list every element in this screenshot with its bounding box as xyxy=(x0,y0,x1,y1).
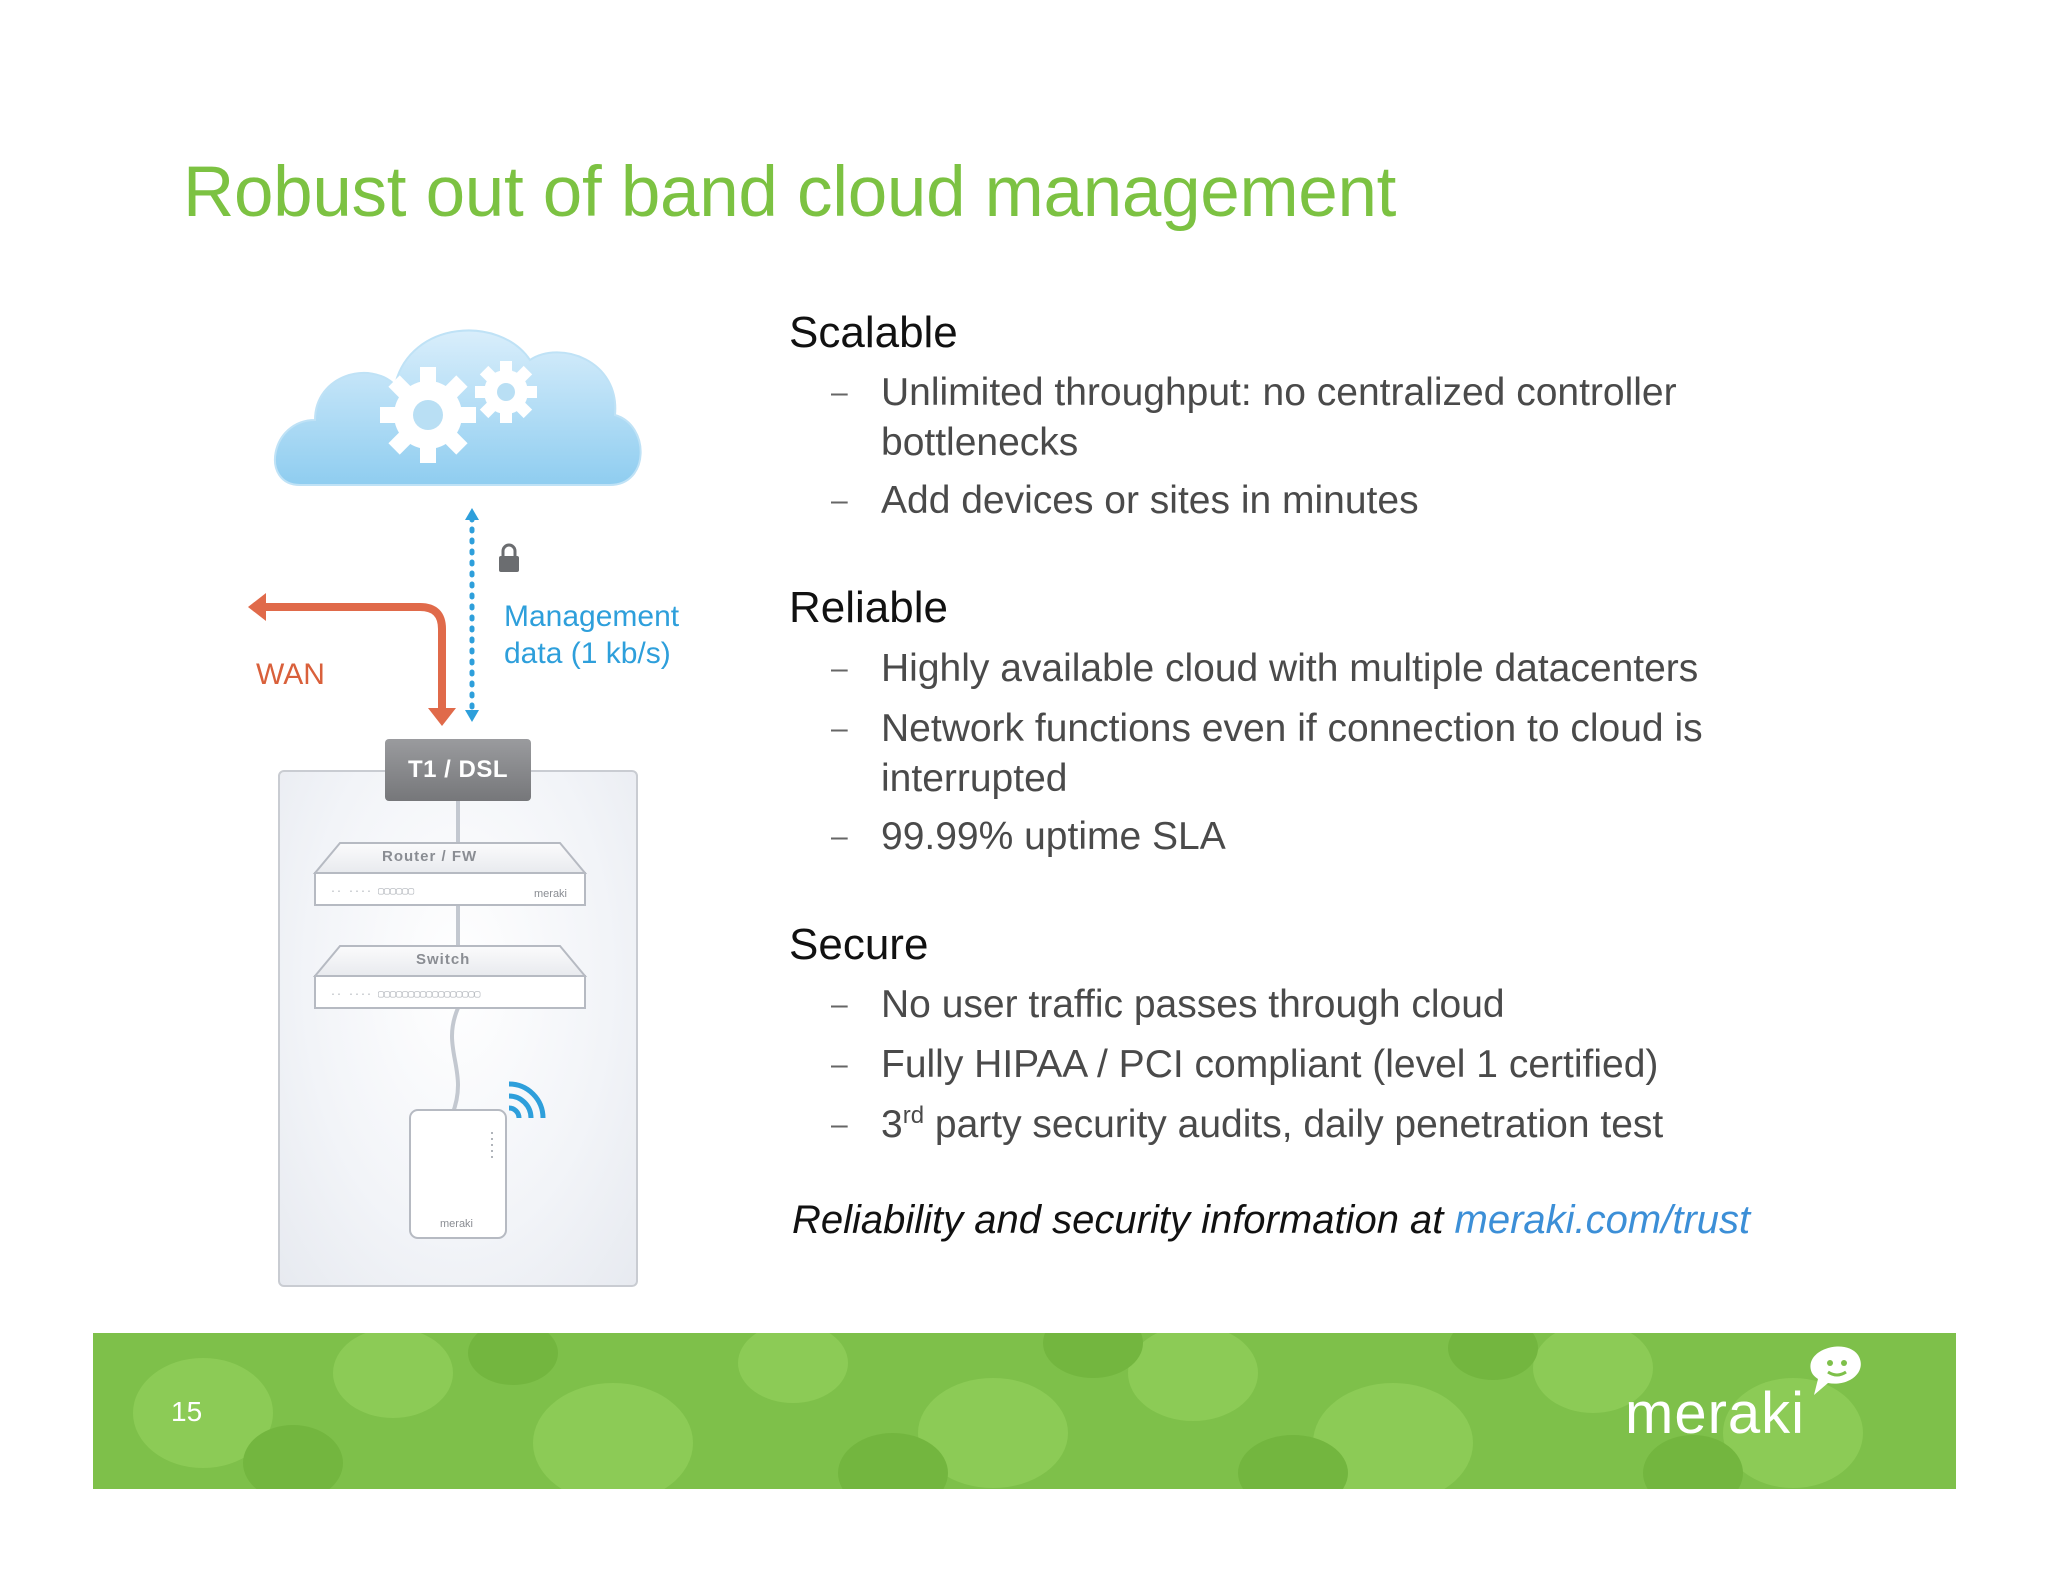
bullet-text: 99.99% uptime SLA xyxy=(881,815,1226,858)
bullet-dash: – xyxy=(831,376,848,409)
section-heading-scalable: Scalable xyxy=(789,308,958,357)
cloud-gears-icon xyxy=(274,329,642,486)
router-brand: meraki xyxy=(534,888,568,900)
svg-text:·· ···· ▢▢▢▢▢▢▢▢▢▢▢▢▢▢▢▢▢: ·· ···· ▢▢▢▢▢▢▢▢▢▢▢▢▢▢▢▢▢ xyxy=(330,990,480,1001)
bullet-text: Fully HIPAA / PCI compliant (level 1 cer… xyxy=(881,1043,1659,1086)
footnote: Reliability and security information at … xyxy=(792,1198,1750,1243)
router-device: ·· ···· ▢▢▢▢▢▢ xyxy=(312,842,588,906)
footnote-text: Reliability and security information at xyxy=(792,1198,1455,1242)
bullet-dash: – xyxy=(831,652,848,685)
t1-dsl-badge: T1 / DSL xyxy=(385,739,531,801)
router-label: Router / FW xyxy=(382,848,478,865)
svg-text:·· ···· ▢▢▢▢▢▢: ·· ···· ▢▢▢▢▢▢ xyxy=(330,887,414,898)
switch-label: Switch xyxy=(416,951,471,968)
bullet-dash: – xyxy=(831,484,848,517)
ap-brand: meraki xyxy=(440,1218,474,1230)
bullet-text: Network functions even if connection to … xyxy=(881,707,1703,800)
network-diagram: ·· ···· ▢▢▢▢▢▢ ·· ···· ▢▢▢▢▢▢▢▢▢▢▢▢▢▢▢▢▢… xyxy=(230,280,750,1300)
bullet-text-rest: party security audits, daily penetration… xyxy=(924,1103,1664,1146)
trust-link[interactable]: meraki.com/trust xyxy=(1454,1198,1751,1242)
section-heading-reliable: Reliable xyxy=(789,583,948,632)
ordinal-suffix: rd xyxy=(902,1102,925,1129)
access-point-device xyxy=(409,1109,507,1239)
management-link-arrow xyxy=(465,508,479,722)
bullet-text: 3rd party security audits, daily penetra… xyxy=(881,1100,1781,1150)
bullet-text: Unlimited throughput: no centralized con… xyxy=(881,371,1677,464)
section-heading-secure: Secure xyxy=(789,920,929,969)
slide-title: Robust out of band cloud management xyxy=(183,153,1397,232)
bullet-text: Add devices or sites in minutes xyxy=(881,479,1419,522)
bullet-dash: – xyxy=(831,988,848,1021)
wan-label: WAN xyxy=(256,658,325,691)
bullet-text: Highly available cloud with multiple dat… xyxy=(881,647,1699,690)
diagram-graphics: ·· ···· ▢▢▢▢▢▢ ·· ···· ▢▢▢▢▢▢▢▢▢▢▢▢▢▢▢▢▢ xyxy=(248,329,642,1239)
wifi-icon xyxy=(508,1081,546,1119)
speech-bubble-pattern xyxy=(133,1333,1863,1489)
bullet-dash: – xyxy=(831,1048,848,1081)
bullet-text: No user traffic passes through cloud xyxy=(881,983,1505,1026)
management-label-line2: data (1 kb/s) xyxy=(504,637,671,670)
bullet-dash: – xyxy=(831,1108,848,1141)
lock-icon xyxy=(499,543,519,572)
ordinal-number: 3 xyxy=(881,1103,903,1146)
cable-switch-ap xyxy=(450,1007,460,1116)
page-number: 15 xyxy=(171,1396,203,1427)
bullet-dash: – xyxy=(831,712,848,745)
footer-band xyxy=(93,1333,1956,1489)
management-label-line1: Management xyxy=(504,600,680,633)
switch-device: ·· ···· ▢▢▢▢▢▢▢▢▢▢▢▢▢▢▢▢▢ xyxy=(312,945,588,1009)
bullet-dash: – xyxy=(831,820,848,853)
meraki-logo: meraki xyxy=(1625,1381,1806,1446)
speech-bubble-logo-icon xyxy=(1810,1346,1861,1395)
wan-arrow xyxy=(248,593,456,726)
management-data-label: Management data (1 kb/s) xyxy=(504,598,679,672)
